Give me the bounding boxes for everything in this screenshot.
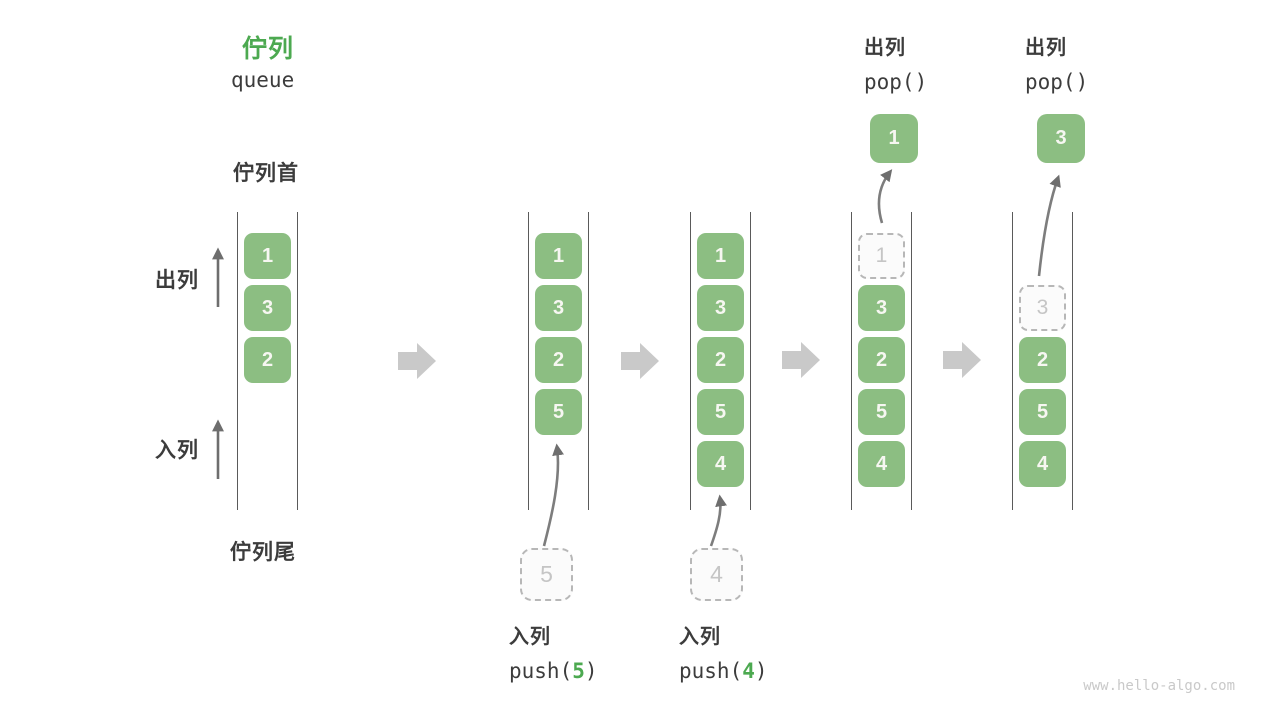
queue-cell: 2 [244,337,291,383]
step-arrow-icon [621,343,659,379]
popped-value: 1 [870,114,918,163]
step-arrow-icon [782,342,820,378]
queue-cell: 3 [697,285,744,331]
queue-cell: 1 [697,233,744,279]
pop-action-zh: 出列 [864,37,906,59]
pop-action-code: pop() [864,70,928,94]
queue-cell: 1 [244,233,291,279]
queue-cell: 2 [858,337,905,383]
queue-cell: 4 [1019,441,1066,487]
push-arg: 5 [572,659,585,683]
queue-cell: 2 [535,337,582,383]
incoming-value: 4 [690,548,743,601]
diagram-title-en: queue [231,68,295,92]
pop-action-label: 出列 pop() [1025,31,1088,94]
queue-step-4: 1 3 2 5 4 [851,212,912,510]
queue-step-1: 1 3 2 [237,212,298,510]
queue-cell-ghost: 1 [858,233,905,279]
push-action-zh: 入列 [509,626,551,648]
pop-action-code: pop() [1025,70,1089,94]
push-action-code: push(5) [509,659,598,683]
queue-cell: 4 [858,441,905,487]
queue-cell-ghost: 3 [1019,285,1066,331]
step-arrow-icon [398,343,436,379]
push-action-zh: 入列 [679,626,721,648]
queue-cell: 4 [697,441,744,487]
watermark: www.hello-algo.com [1083,678,1235,694]
push-arg: 4 [742,659,755,683]
queue-cell: 5 [1019,389,1066,435]
queue-cell: 2 [1019,337,1066,383]
incoming-value: 5 [520,548,573,601]
push-action-label: 入列 push(4) [679,620,768,683]
diagram-title-zh: 佇列 [242,35,295,63]
enqueue-label: 入列 [155,439,199,462]
queue-cell: 3 [858,285,905,331]
queue-step-5: 3 2 5 4 [1012,212,1073,510]
queue-cell: 5 [697,389,744,435]
step-arrow-icon [943,342,981,378]
push-action-label: 入列 push(5) [509,620,598,683]
queue-step-2: 1 3 2 5 [528,212,589,510]
queue-cell: 3 [244,285,291,331]
pop-action-zh: 出列 [1025,37,1067,59]
queue-front-label: 佇列首 [233,162,299,185]
popped-value: 3 [1037,114,1085,163]
push-action-code: push(4) [679,659,768,683]
queue-cell: 1 [535,233,582,279]
queue-cell: 5 [535,389,582,435]
pop-action-label: 出列 pop() [864,31,927,94]
queue-cell: 5 [858,389,905,435]
queue-step-3: 1 3 2 5 4 [690,212,751,510]
queue-cell: 2 [697,337,744,383]
queue-cell: 3 [535,285,582,331]
queue-rear-label: 佇列尾 [230,541,296,564]
dequeue-label: 出列 [155,269,199,292]
